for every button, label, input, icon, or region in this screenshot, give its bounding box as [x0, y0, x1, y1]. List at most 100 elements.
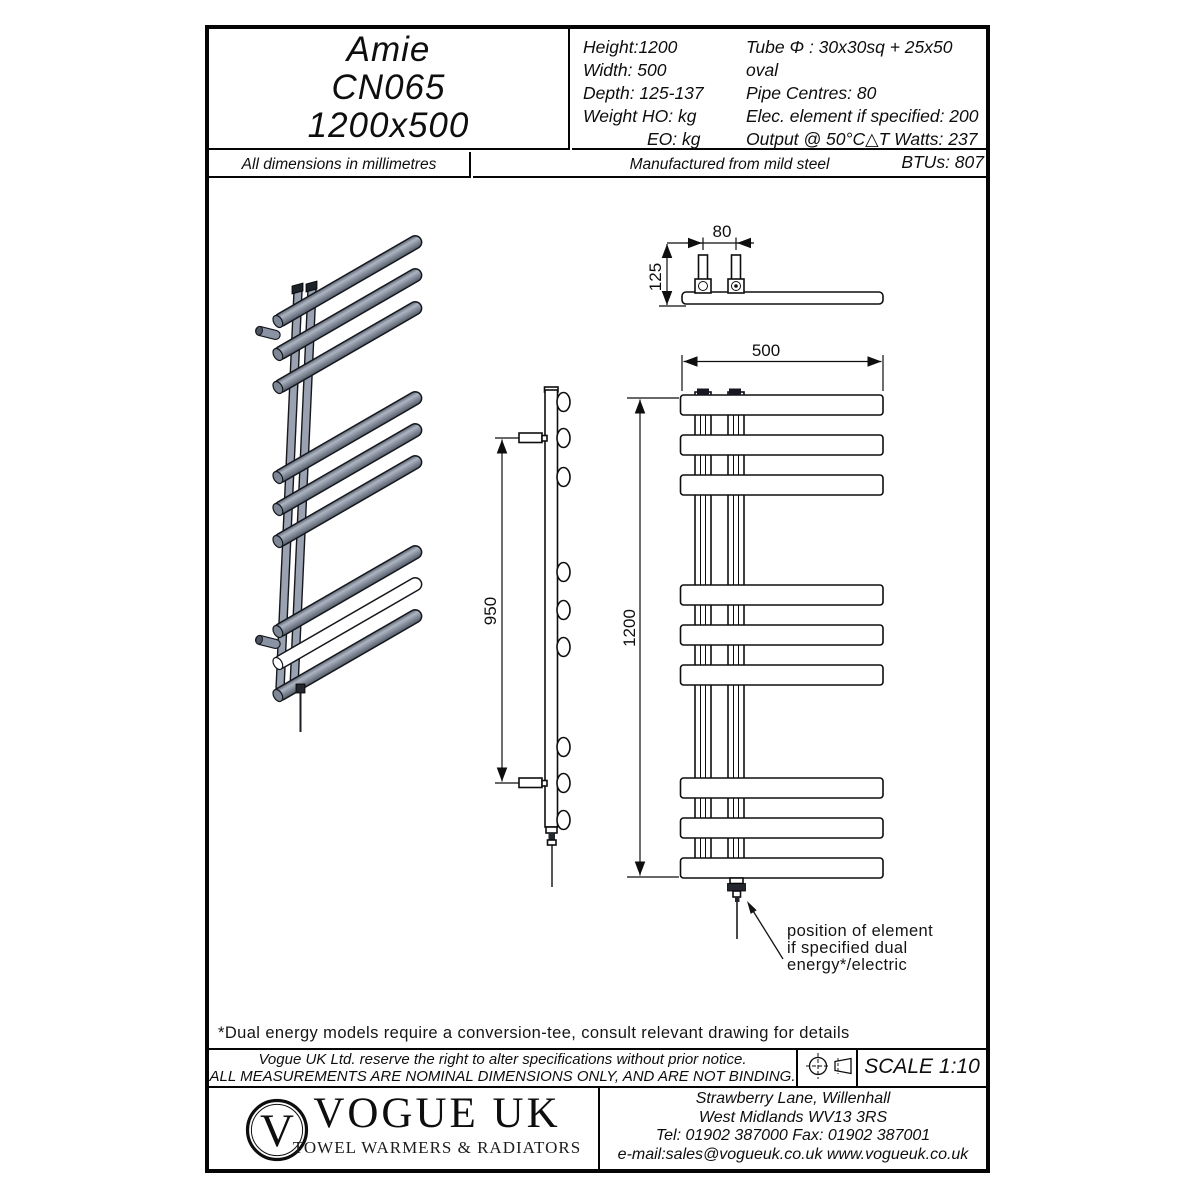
front-view: 500 1200 position of element if specifie… — [620, 341, 933, 974]
element-note-line3: energy*/electric — [787, 956, 907, 974]
vogue-uk-logo-icon: V — [245, 1098, 309, 1162]
dim-width: 500 — [752, 341, 780, 360]
brand-block: VOGUE UK TOWEL WARMERS & RADIATORS — [284, 1091, 590, 1158]
product-name: Amie — [346, 30, 431, 69]
rail-3d — [272, 455, 423, 549]
rail-3d — [272, 301, 423, 395]
plan-view: 80 125 — [646, 222, 884, 307]
scale-label: SCALE 1:10 — [864, 1055, 980, 1078]
rail-3d-unfilled — [272, 577, 423, 671]
material-note: Manufactured from mild steel — [473, 152, 986, 178]
spec-elec-element: Elec. element if specified: 200 — [746, 106, 979, 126]
front-rail — [679, 857, 884, 879]
plan-valve — [697, 254, 709, 281]
side-bracket-boss — [541, 779, 548, 787]
spec-block: Height:1200 Width: 500 Depth: 125-137 We… — [572, 29, 986, 172]
contact-line: Tel: 01902 387000 Fax: 01902 387001 — [655, 1127, 931, 1144]
footer-brand-cell: V VOGUE UK TOWEL WARMERS & RADIATORS — [209, 1086, 600, 1169]
tube-cap-3d — [305, 280, 318, 293]
spec-depth: Depth: 125-137 — [583, 83, 704, 103]
side-tube — [544, 389, 559, 828]
projection-symbol-cell — [798, 1050, 858, 1086]
address-line2: West Midlands WV13 3RS — [698, 1108, 888, 1126]
rail-3d — [272, 268, 423, 362]
spec-weight-eo: EO: kg — [647, 129, 701, 149]
rail-3d — [272, 235, 423, 329]
front-rail — [679, 817, 884, 839]
element-note-line1: position of element — [787, 922, 933, 940]
brand-tagline: TOWEL WARMERS & RADIATORS — [292, 1138, 582, 1157]
element-note-line2: if specified dual — [787, 939, 908, 957]
spec-output: Output @ 50°C△T Watts: 237 — [746, 129, 978, 149]
annotation-arrowhead — [747, 901, 757, 914]
email-web-line: e-mail:sales@vogueuk.co.uk www.vogueuk.c… — [617, 1145, 969, 1163]
spec-column-left: Height:1200 Width: 500 Depth: 125-137 We… — [583, 36, 704, 151]
side-element-collar — [546, 839, 557, 846]
plan-valve-body — [694, 278, 712, 294]
front-element — [729, 877, 744, 885]
side-rail-end — [556, 561, 571, 583]
front-element-nut — [727, 883, 746, 892]
spec-pipe-centres: Pipe Centres: 80 — [746, 83, 877, 103]
plan-valve — [730, 254, 742, 281]
front-rail — [679, 664, 884, 686]
side-rail-end — [556, 391, 571, 413]
side-bracket — [518, 777, 543, 789]
side-rail-end — [556, 636, 571, 658]
perspective-view — [255, 235, 423, 732]
front-element-tip — [735, 897, 740, 902]
dim-pipe-centres: 80 — [713, 222, 732, 241]
address-line1: Strawberry Lane, Willenhall — [695, 1090, 891, 1107]
footer: V VOGUE UK TOWEL WARMERS & RADIATORS Str… — [209, 1086, 986, 1169]
dim-depth: 125 — [646, 263, 665, 291]
annotation-leader-line — [749, 905, 784, 960]
tube-cap-3d — [291, 282, 304, 295]
spec-weight-ho: Weight HO: kg — [583, 106, 697, 126]
front-rail — [679, 394, 884, 416]
disclaimer-line1: Vogue UK Ltd. reserve the right to alter… — [258, 1051, 747, 1068]
product-code: CN065 — [331, 68, 446, 107]
dim-height: 1200 — [620, 609, 639, 647]
product-size: 1200x500 — [307, 106, 470, 145]
plan-valve-port — [698, 281, 708, 291]
front-rail — [679, 624, 884, 646]
drawing-sheet: Amie CN065 1200x500 Height:1200 Width: 5… — [205, 25, 990, 1173]
side-rail-end — [556, 809, 571, 831]
disclaimer-line2: ALL MEASUREMENTS ARE NOMINAL DIMENSIONS … — [209, 1067, 796, 1085]
front-valve-mark — [729, 388, 741, 396]
front-rail — [679, 584, 884, 606]
drawing-area: 80 125 — [209, 180, 986, 1048]
side-bracket — [518, 432, 543, 444]
rail-3d — [272, 545, 423, 639]
approval-row: Vogue UK Ltd. reserve the right to alter… — [209, 1048, 986, 1088]
title-block: Amie CN065 1200x500 — [209, 29, 570, 150]
plan-valve-port — [731, 281, 741, 291]
dual-energy-footnote: *Dual energy models require a conversion… — [218, 1024, 850, 1042]
brand-name: VOGUE UK — [313, 1090, 561, 1137]
wall-bracket-3d — [255, 634, 281, 650]
front-element-collar — [732, 890, 742, 898]
side-bracket-boss — [541, 434, 548, 442]
front-rail — [679, 434, 884, 456]
side-rail-end — [556, 736, 571, 758]
spec-width: Width: 500 — [583, 60, 667, 80]
plan-rail — [681, 291, 884, 305]
first-angle-projection-icon — [806, 1053, 852, 1079]
technical-drawing: 80 125 — [218, 222, 933, 1042]
side-view: 950 — [481, 386, 571, 887]
wall-bracket-3d — [255, 325, 281, 341]
disclaimer: Vogue UK Ltd. reserve the right to alter… — [209, 1050, 798, 1086]
front-rail — [679, 474, 884, 496]
front-rail — [679, 777, 884, 799]
spec-btus: BTUs: 807 — [901, 152, 984, 172]
side-rail-end — [556, 427, 571, 449]
side-rail-end — [556, 466, 571, 488]
spec-height: Height:1200 — [583, 37, 678, 57]
rail-3d — [272, 423, 423, 517]
side-element — [545, 826, 558, 834]
logo-letter: V — [260, 1105, 294, 1157]
side-element-nut — [548, 833, 555, 840]
rail-3d — [272, 391, 423, 485]
plan-valve-centre — [734, 284, 738, 288]
dim-bracket-centres: 950 — [481, 597, 500, 625]
